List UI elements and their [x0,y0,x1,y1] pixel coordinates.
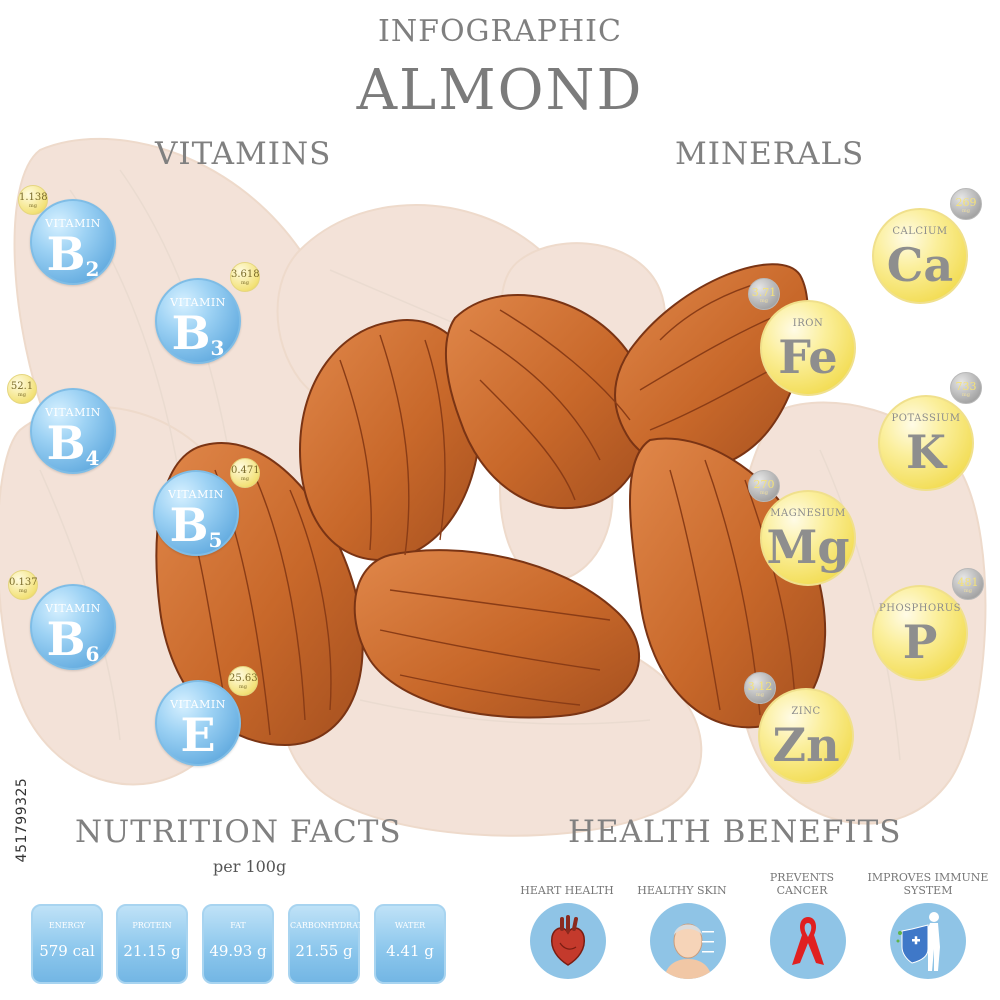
vitamin-label: VITAMIN [168,488,224,501]
vitamin-b4-circle: VITAMIN B4 [30,388,116,474]
vitamin-letter: E [180,708,216,762]
vitamin-b2-circle: VITAMIN B2 [30,199,116,285]
heart-health-badge [530,903,606,979]
benefit-heart-label: HEART HEALTH [520,884,614,897]
mineral-label: PHOSPHORUS [879,603,961,614]
benefit-cancer-label: PREVENTS CANCER [769,871,835,897]
benefit-immune-label: IMPROVES IMMUNE SYSTEM [867,871,989,897]
immune-system-badge [890,903,966,979]
vitamin-label: VITAMIN [170,296,226,309]
nutrition-per-label: per 100g [213,857,287,876]
mineral-label: IRON [792,318,824,329]
vitamin-b5-circle: VITAMIN B5 [153,470,239,556]
mineral-calcium-circle: CALCIUM Ca [872,208,968,304]
vitamin-e-circle: VITAMIN E [155,680,241,766]
page-title: ALMOND [356,58,644,123]
benefit-skin-label: HEALTHY SKIN [637,884,727,897]
mineral-symbol: Zn [772,718,840,772]
vitamin-letter: B2 [46,227,100,281]
vitamin-letter: B5 [169,498,223,552]
mineral-zinc-circle: ZINC Zn [758,688,854,784]
heart-organ-icon [550,915,586,966]
vitamins-heading: VITAMINS [155,136,332,172]
mineral-label: MAGNESIUM [770,508,846,519]
almonds-group [155,263,827,747]
mineral-symbol: Fe [778,330,838,384]
mineral-label: POTASSIUM [891,413,961,424]
vitamin-label: VITAMIN [45,602,101,615]
mineral-symbol: P [902,615,938,669]
mineral-symbol: Ca [886,238,954,292]
mineral-label: ZINC [791,706,821,717]
vitamin-label: VITAMIN [170,698,226,711]
mineral-iron-circle: IRON Fe [760,300,856,396]
stock-id-watermark: 451799325 [14,777,30,863]
infographic-subtitle: INFOGRAPHIC [378,14,622,49]
mineral-label: CALCIUM [892,226,948,237]
vitamin-b3-circle: VITAMIN B3 [155,278,241,364]
minerals-heading: MINERALS [675,136,865,172]
vitamin-label: VITAMIN [45,406,101,419]
mineral-phosphorus-circle: PHOSPHORUS P [872,585,968,681]
health-benefits-heading: HEALTH BENEFITS [568,814,902,850]
immune-shield-icon [896,912,940,971]
vitamin-letter: B4 [46,416,100,470]
healthy-skin-badge [650,903,726,979]
face-skin-icon [664,923,714,979]
vitamin-b6-circle: VITAMIN B6 [30,584,116,670]
mineral-symbol: Mg [766,520,850,574]
mineral-magnesium-circle: MAGNESIUM Mg [760,490,856,586]
vitamin-letter: B3 [171,306,225,360]
nutrition-facts-heading: NUTRITION FACTS [75,814,402,850]
mineral-symbol: K [906,425,946,479]
awareness-ribbon-icon [792,917,824,965]
vitamin-label: VITAMIN [45,217,101,230]
prevents-cancer-badge [770,903,846,979]
vitamin-letter: B6 [46,612,100,666]
mineral-potassium-circle: POTASSIUM K [878,395,974,491]
